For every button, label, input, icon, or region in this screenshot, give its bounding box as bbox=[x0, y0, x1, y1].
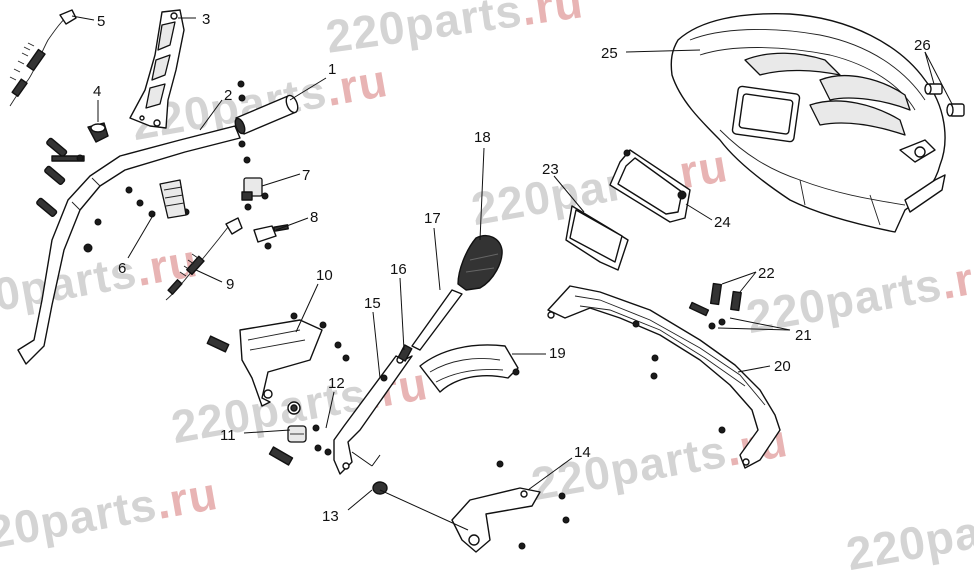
callout-12: 12 bbox=[328, 375, 345, 392]
lens-frame-part bbox=[609, 149, 691, 223]
callout-1: 1 bbox=[328, 61, 336, 78]
callout-8: 8 bbox=[310, 209, 318, 226]
handlebar-part bbox=[17, 125, 241, 365]
clip-part bbox=[87, 122, 109, 143]
callout-22: 22 bbox=[758, 265, 775, 282]
diagram-canvas: 1 2 3 4 5 6 7 8 9 10 11 12 13 14 15 16 1… bbox=[9, 9, 965, 553]
lower-bracket-part bbox=[451, 460, 570, 553]
callout-2: 2 bbox=[224, 87, 232, 104]
callout-10: 10 bbox=[316, 267, 333, 284]
callout-24: 24 bbox=[714, 214, 731, 231]
side-bar-part bbox=[333, 344, 413, 475]
bushing-part bbox=[372, 481, 388, 495]
reflector-part bbox=[565, 205, 629, 271]
callout-23: 23 bbox=[542, 161, 559, 178]
callout-6: 6 bbox=[118, 260, 126, 277]
callout-4: 4 bbox=[93, 83, 101, 100]
callout-19: 19 bbox=[549, 345, 566, 362]
clamp-part bbox=[237, 80, 269, 211]
callout-11: 11 bbox=[220, 427, 236, 444]
callout-9: 9 bbox=[226, 276, 234, 293]
callout-labels: 1 2 3 4 5 6 7 8 9 10 11 12 13 14 15 16 1… bbox=[93, 11, 931, 525]
switch-part bbox=[253, 224, 289, 250]
callout-18: 18 bbox=[474, 129, 491, 146]
lever-rod-part bbox=[411, 289, 463, 351]
callout-17: 17 bbox=[424, 210, 441, 227]
callout-25: 25 bbox=[601, 45, 618, 62]
mount-bracket-part bbox=[206, 312, 350, 407]
curved-guard-part bbox=[419, 344, 520, 393]
knob-part bbox=[457, 234, 503, 291]
callout-21: 21 bbox=[795, 327, 812, 344]
top-cowl-part bbox=[670, 13, 946, 233]
grip-part bbox=[234, 94, 299, 135]
callout-5: 5 bbox=[97, 13, 105, 30]
grommet-part bbox=[924, 83, 965, 117]
callout-7: 7 bbox=[302, 167, 310, 184]
callout-13: 13 bbox=[322, 508, 339, 525]
rear-frame-part bbox=[547, 285, 781, 469]
cable-part bbox=[165, 217, 243, 301]
rubber-mount-part bbox=[268, 401, 332, 466]
callout-3: 3 bbox=[202, 11, 210, 28]
cable-part bbox=[9, 9, 77, 107]
callout-20: 20 bbox=[774, 358, 791, 375]
leader-lines bbox=[71, 15, 953, 531]
callout-15: 15 bbox=[364, 295, 381, 312]
callout-26: 26 bbox=[914, 37, 931, 54]
handle-cover-part bbox=[129, 9, 185, 129]
callout-16: 16 bbox=[390, 261, 407, 278]
callout-14: 14 bbox=[574, 444, 591, 461]
bolt-set-right bbox=[688, 282, 742, 330]
